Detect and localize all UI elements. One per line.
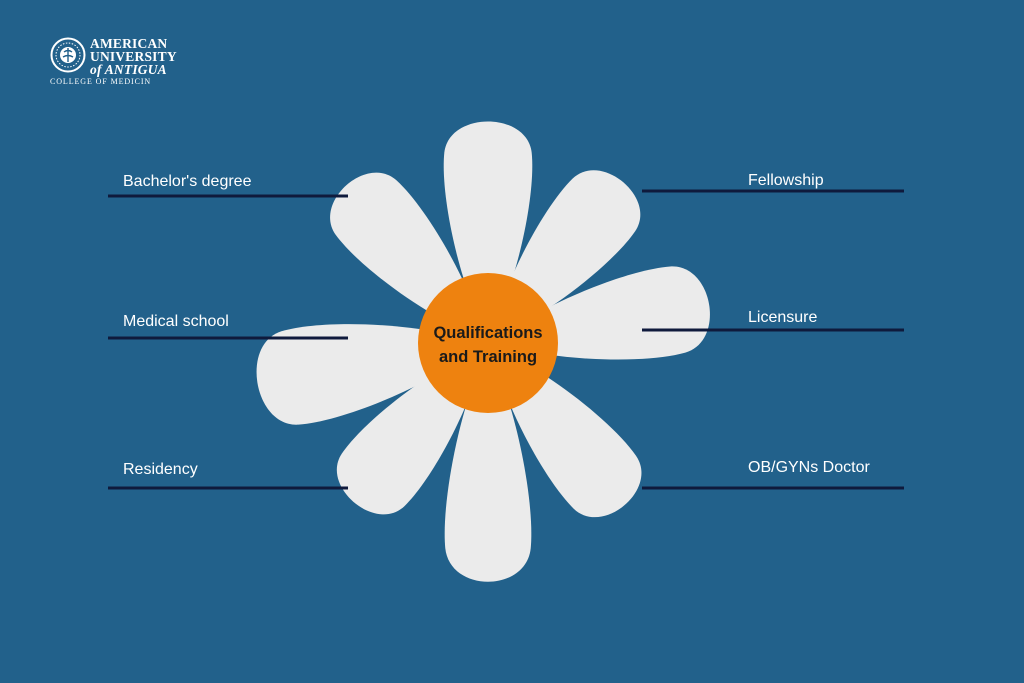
center-title-line-1: Qualifications [433,324,542,342]
logo-line-2: UNIVERSITY [90,49,177,64]
logo-line-3: of ANTIGUA [90,62,167,77]
label-obgyn-doctor: OB/GYNs Doctor [748,459,870,476]
seal-icon [50,37,86,73]
label-medical-school: Medical school [123,313,229,330]
center-title-line-2: and Training [439,348,537,366]
left-steps: Bachelor's degree Medical school Residen… [108,173,348,490]
university-logo: AMERICAN UNIVERSITY of ANTIGUA COLLEGE O… [50,36,180,86]
right-steps: Fellowship Licensure OB/GYNs Doctor [642,172,904,490]
flower: Qualifications and Training [256,121,710,582]
label-fellowship: Fellowship [748,172,824,189]
logo-line-1: AMERICAN [90,36,168,51]
label-licensure: Licensure [748,309,817,326]
label-bachelors-degree: Bachelor's degree [123,173,252,190]
label-residency: Residency [123,461,198,478]
logo-subtitle: COLLEGE OF MEDICIN [50,77,152,86]
flower-center [418,273,558,413]
